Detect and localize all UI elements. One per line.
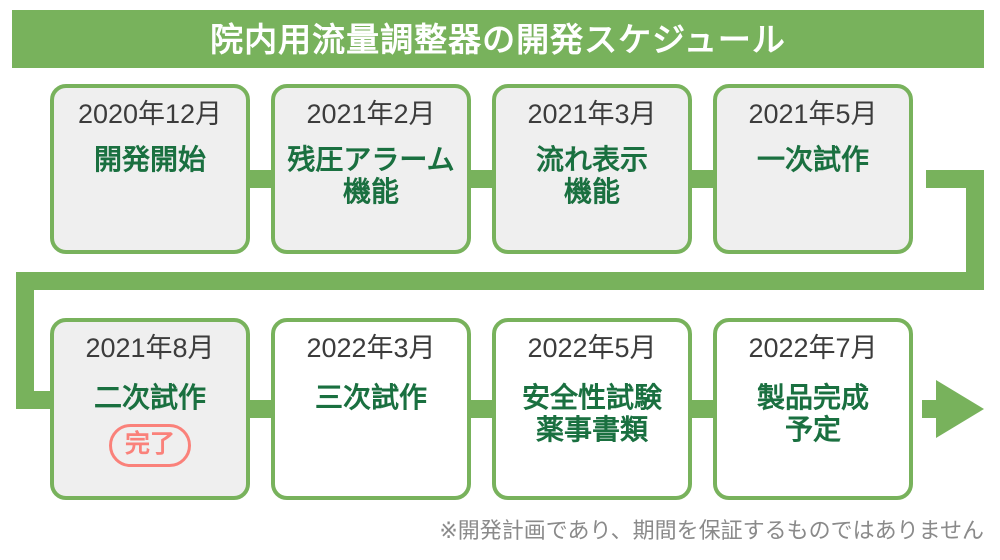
step-date-6: 2022年3月 [306,333,436,363]
step-card-7[interactable]: 2022年5月 安全性試験 薬事書類 [492,318,692,500]
footnote-disclaimer: ※開発計画であり、期間を保証するものではありません [439,518,984,543]
step-label-7: 安全性試験 薬事書類 [521,382,662,445]
step-date-3: 2021年3月 [527,99,657,129]
step-label-3: 流れ表示 機能 [535,144,648,207]
step-label-5: 二次試作 [93,382,206,414]
step-card-5[interactable]: 2021年8月 二次試作 完了 [50,318,250,500]
connector-step1-step2 [242,170,276,188]
step-card-3[interactable]: 2021年3月 流れ表示 機能 [492,84,692,254]
end-arrow-icon [936,380,984,438]
step-card-8[interactable]: 2022年7月 製品完成 予定 [713,318,913,500]
step-label-8: 製品完成 予定 [756,382,869,445]
connector-step7-step8 [684,400,718,418]
step-date-2: 2021年2月 [306,99,436,129]
wrap-connector-right [966,170,984,290]
step-label-2: 残圧アラーム 機能 [287,144,455,207]
step-date-8: 2022年7月 [748,333,878,363]
connector-step6-step7 [463,400,497,418]
step-label-4: 一次試作 [756,144,869,176]
step-card-2[interactable]: 2021年2月 残圧アラーム 機能 [271,84,471,254]
step-label-6: 三次試作 [314,382,427,414]
wrap-connector-left [16,272,34,409]
step-card-1[interactable]: 2020年12月 開発開始 [50,84,250,254]
connector-step3-step4 [684,170,718,188]
status-badge-completed: 完了 [108,423,191,467]
title-banner: 院内用流量調整器の開発スケジュール [12,10,984,68]
step-date-1: 2020年12月 [77,99,223,129]
step-card-6[interactable]: 2022年3月 三次試作 [271,318,471,500]
step-label-1: 開発開始 [93,144,206,176]
connector-step2-step3 [463,170,497,188]
step-date-7: 2022年5月 [527,333,657,363]
step-card-4[interactable]: 2021年5月 一次試作 [713,84,913,254]
step-date-5: 2021年8月 [85,333,215,363]
page-title: 院内用流量調整器の開発スケジュール [210,20,786,58]
wrap-connector-bottom [16,272,984,290]
connector-step5-step6 [242,400,276,418]
step-date-4: 2021年5月 [748,99,878,129]
